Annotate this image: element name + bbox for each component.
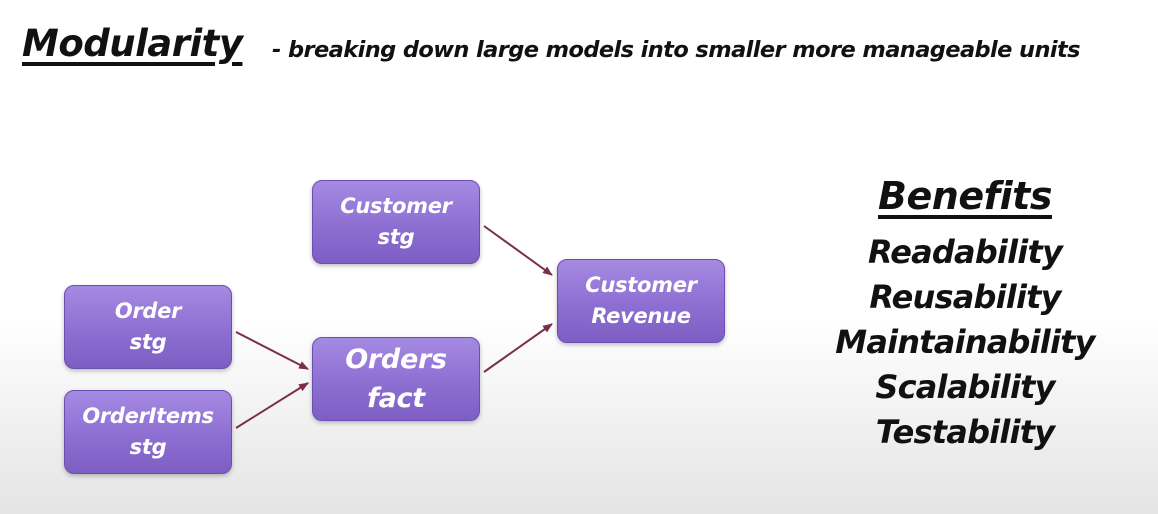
node-customer-revenue-label: Customer Revenue bbox=[585, 273, 697, 328]
node-orders-fact-label: Orders fact bbox=[345, 344, 447, 414]
edge-orders-fact-to-customer-revenue bbox=[483, 323, 553, 373]
benefit-item-testability: Testability bbox=[875, 413, 1055, 451]
node-order-stg: Order stg bbox=[64, 285, 232, 369]
title-main: Modularity bbox=[22, 22, 243, 65]
node-customer-stg-label: Customer stg bbox=[340, 194, 452, 249]
node-order-stg-label: Order stg bbox=[114, 299, 182, 354]
node-orders-fact: Orders fact bbox=[312, 337, 480, 421]
node-orderitems-stg: OrderItems stg bbox=[64, 390, 232, 474]
benefit-item-maintainability: Maintainability bbox=[835, 323, 1095, 361]
edge-customer-stg-to-customer-revenue bbox=[483, 225, 553, 276]
edge-orderitems-stg-to-orders-fact bbox=[235, 382, 309, 429]
benefits-list: Readability Reusability Maintainability … bbox=[815, 230, 1115, 455]
benefit-item-scalability: Scalability bbox=[875, 368, 1055, 406]
node-customer-stg: Customer stg bbox=[312, 180, 480, 264]
edge-order-stg-to-orders-fact bbox=[235, 331, 309, 370]
title-subtitle: - breaking down large models into smalle… bbox=[272, 37, 1081, 63]
benefits-title: Benefits bbox=[878, 174, 1052, 218]
benefits-panel: Benefits Readability Reusability Maintai… bbox=[815, 174, 1115, 455]
benefit-item-readability: Readability bbox=[867, 233, 1063, 271]
node-customer-revenue: Customer Revenue bbox=[557, 259, 725, 343]
slide-title: Modularity - breaking down large models … bbox=[22, 22, 1152, 78]
node-orderitems-stg-label: OrderItems stg bbox=[82, 404, 214, 459]
benefit-item-reusability: Reusability bbox=[869, 278, 1061, 316]
